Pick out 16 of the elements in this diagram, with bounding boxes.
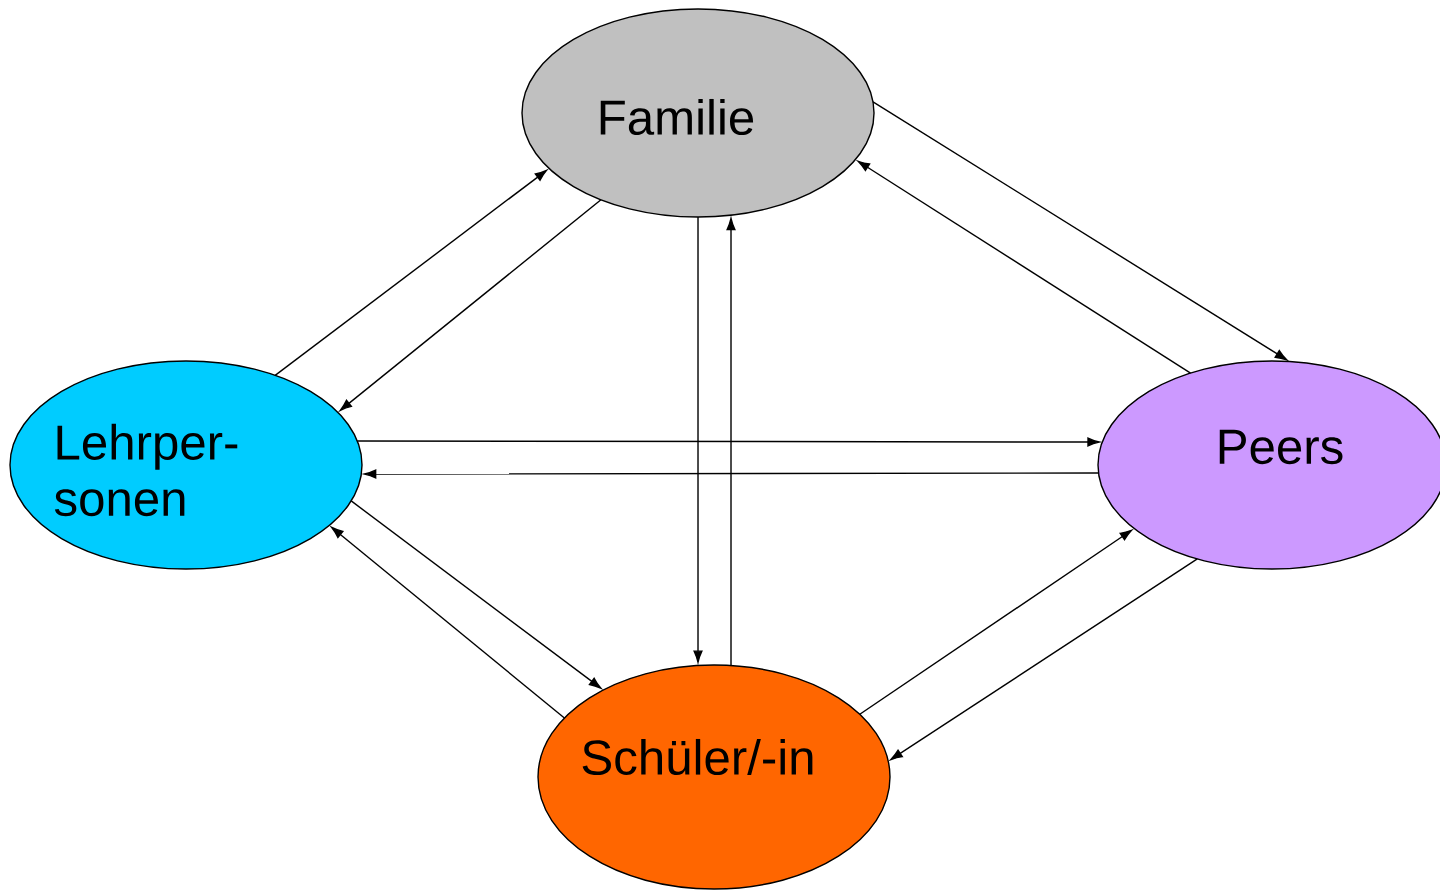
arrow: [726, 217, 736, 667]
arrow: [350, 500, 602, 689]
arrow: [331, 526, 566, 719]
arrow: [890, 558, 1198, 761]
arrow: [274, 169, 548, 377]
arrow: [872, 101, 1288, 361]
ellipse-node: Lehrper- sonen: [9, 360, 363, 570]
ellipse-node: Schüler/-in: [537, 664, 891, 890]
arrow: [857, 160, 1192, 374]
ellipse-node: Peers: [1097, 360, 1440, 570]
ellipse-node: Familie: [521, 8, 875, 218]
arrow: [693, 216, 703, 663]
arrow: [859, 529, 1133, 715]
arrow: [356, 437, 1100, 447]
arrow: [339, 199, 602, 412]
arrow: [363, 469, 1100, 479]
